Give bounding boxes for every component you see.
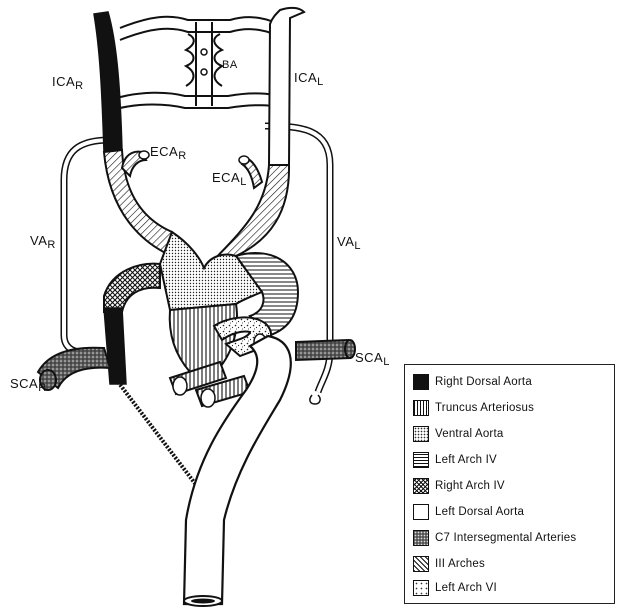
legend-label: Left Arch VI bbox=[435, 582, 497, 594]
legend-item-truncus-arteriosus: Truncus Arteriosus bbox=[413, 399, 534, 417]
legend-item-right-dorsal-aorta: Right Dorsal Aorta bbox=[413, 373, 532, 391]
label-va-right: VAR bbox=[30, 233, 56, 251]
legend-item-ventral-aorta: Ventral Aorta bbox=[413, 425, 503, 443]
legend-item-left-arch-vi: Left Arch VI bbox=[413, 579, 497, 597]
swatch-open-stipple bbox=[413, 580, 429, 596]
swatch-crosshatch bbox=[413, 478, 429, 494]
swatch-horizontal-lines bbox=[413, 452, 429, 468]
label-ica-left: ICAL bbox=[294, 70, 324, 88]
swatch-solid-black bbox=[413, 374, 429, 390]
label-ica-right: ICAR bbox=[52, 74, 84, 92]
swatch-white bbox=[413, 504, 429, 520]
legend-label: III Arches bbox=[435, 558, 485, 570]
right-dorsal-aorta bbox=[104, 308, 126, 384]
legend-label: C7 Intersegmental Arteries bbox=[435, 532, 576, 544]
vertebral-artery-right bbox=[64, 140, 110, 353]
legend-item-left-dorsal-aorta: Left Dorsal Aorta bbox=[413, 503, 524, 521]
basilar-artery bbox=[196, 22, 212, 106]
ica-right bbox=[94, 12, 122, 152]
legend-label: Left Dorsal Aorta bbox=[435, 506, 524, 518]
label-ba: BA bbox=[222, 59, 238, 71]
label-sca-right: SCAR bbox=[10, 376, 47, 394]
legend-label: Left Arch IV bbox=[435, 454, 497, 466]
label-eca-left: ECAL bbox=[212, 170, 247, 188]
label-sca-left: SCAL bbox=[355, 350, 390, 368]
right-arch-iv bbox=[104, 264, 160, 312]
legend-item-left-arch-iv: Left Arch IV bbox=[413, 451, 497, 469]
swatch-dark-stipple bbox=[413, 530, 429, 546]
label-eca-right: ECAR bbox=[150, 144, 187, 162]
legend: Right Dorsal Aorta Truncus Arteriosus Ve… bbox=[404, 364, 615, 604]
legend-label: Truncus Arteriosus bbox=[435, 402, 534, 414]
swatch-fine-dots bbox=[413, 426, 429, 442]
swatch-diagonal-lines bbox=[413, 556, 429, 572]
legend-item-right-arch-iv: Right Arch IV bbox=[413, 477, 505, 495]
right-dorsal-aorta-remnant bbox=[118, 382, 200, 490]
legend-label: Right Arch IV bbox=[435, 480, 505, 492]
truncus-arteriosus bbox=[170, 304, 237, 374]
legend-label: Ventral Aorta bbox=[435, 428, 503, 440]
legend-item-c7-intersegmental: C7 Intersegmental Arteries bbox=[413, 529, 576, 547]
c7-intersegmental-left bbox=[296, 340, 350, 360]
label-va-left: VAL bbox=[337, 234, 361, 252]
legend-label: Right Dorsal Aorta bbox=[435, 376, 532, 388]
swatch-vertical-lines bbox=[413, 400, 429, 416]
legend-item-iii-arches: III Arches bbox=[413, 555, 485, 573]
